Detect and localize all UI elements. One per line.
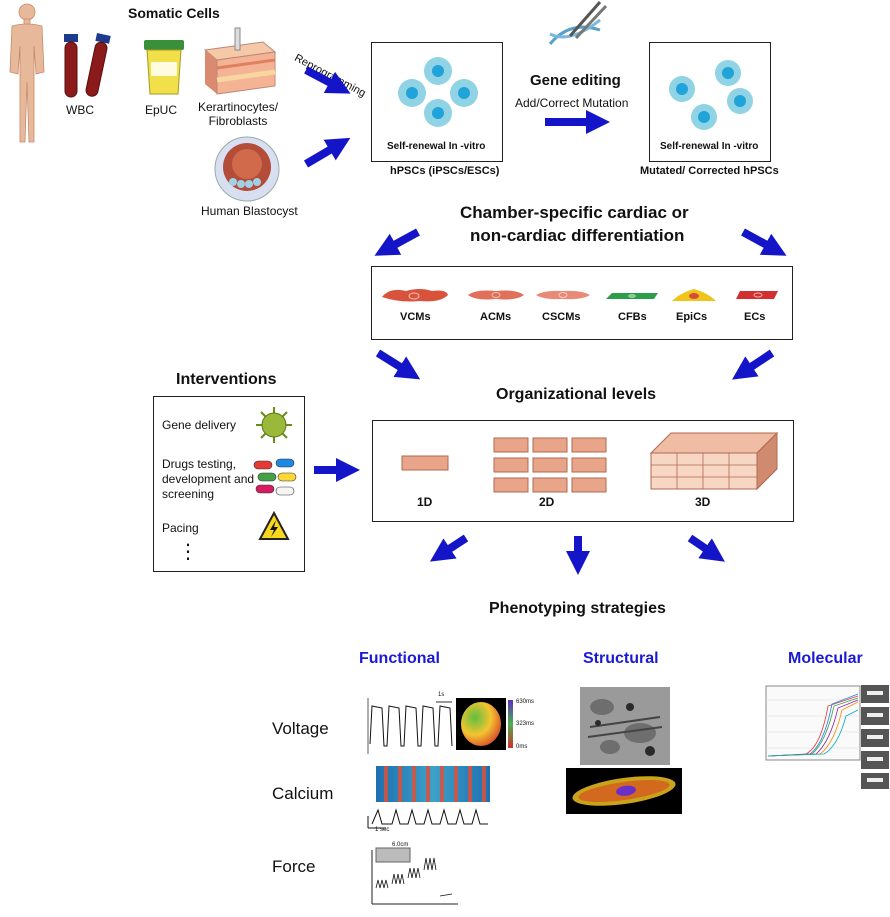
level-3d: 3D (695, 495, 711, 509)
hpsc-caption: hPSCs (iPSCs/ESCs) (390, 165, 500, 177)
mutated-box-label: Self-renewal In -vitro (660, 141, 759, 152)
row-label-force: Force (272, 857, 316, 876)
arrow-diff-left (374, 228, 420, 256)
calcium-scale-label: 1 sec (375, 827, 390, 833)
hpsc-box: Self-renewal In -vitro (371, 42, 503, 162)
1d-tissue-icon (401, 455, 449, 471)
cell-label-cfbs: CFBs (618, 311, 647, 323)
ec-cell-icon (736, 291, 778, 299)
row-label-calcium: Calcium (272, 784, 334, 803)
wbc-label: WBC (66, 103, 94, 117)
phenotyping-title: Phenotyping strategies (489, 600, 666, 617)
3d-tissue-icon (649, 431, 779, 491)
skin-tissue-icon (203, 27, 277, 95)
2d-tissue-icon (493, 437, 607, 493)
hpsc-box-label: Self-renewal In -vitro (387, 141, 486, 152)
map-scale-mid: 323ms (516, 721, 535, 727)
force-inset-label: 6.0cm (392, 842, 409, 848)
pills-icon (253, 458, 297, 496)
cell-label-epics: EpiCs (676, 311, 708, 323)
qpcr-amplification-plot (765, 685, 861, 761)
row-label-voltage: Voltage (272, 719, 329, 738)
acm-cell-icon (468, 290, 524, 300)
gene-editing-title: Gene editing (530, 72, 621, 89)
molecular-heading: Molecular (788, 650, 863, 667)
organization-box: 1D 2D 3D (372, 420, 794, 522)
intervention-more: ⋮ (178, 541, 198, 563)
epic-cell-icon (672, 289, 716, 301)
electron-micrograph (580, 687, 670, 765)
mutated-hpsc-box: Self-renewal In -vitro (649, 42, 771, 162)
differentiation-title-2: non-cardiac differentiation (470, 226, 685, 245)
vcm-cell-icon (382, 289, 448, 302)
arrow-reprogramming-2 (303, 137, 351, 168)
arrow-reprogramming-1 (304, 66, 351, 94)
arrow-diff-right (741, 228, 787, 256)
cscm-cell-icon (536, 290, 590, 300)
level-2d: 2D (539, 495, 555, 509)
arrow-pheno-right (687, 534, 725, 562)
virus-icon (256, 407, 292, 443)
gene-editing-subtitle: Add/Correct Mutation (515, 96, 629, 110)
human-figure-icon (9, 3, 45, 143)
activation-map (456, 698, 513, 750)
map-scale-high: 630ms (516, 699, 535, 705)
arrow-pheno-left (429, 534, 469, 562)
mutated-cells-icon (669, 60, 753, 130)
cell-label-ecs: ECs (744, 311, 766, 323)
interventions-title: Interventions (176, 371, 277, 388)
scissors-dna-icon (548, 1, 608, 45)
mutated-caption: Mutated/ Corrected hPSCs (640, 165, 779, 177)
map-scale-low: 0ms (516, 744, 528, 750)
force-trace-plot (371, 847, 458, 905)
blastocyst-icon (214, 136, 280, 202)
western-blot-image (861, 685, 889, 789)
cell-label-acms: ACMs (480, 311, 512, 323)
cfb-cell-icon (606, 293, 658, 299)
voltage-scale-label: 1s (438, 692, 445, 698)
intervention-gene-delivery: Gene delivery (162, 418, 237, 432)
cell-types-box: VCMs ACMs CSCMs CFBs EpiCs ECs (371, 266, 793, 340)
level-1d: 1D (417, 495, 433, 509)
arrow-org-right (732, 349, 775, 380)
organization-title: Organizational levels (496, 386, 657, 403)
somatic-cells-title: Somatic Cells (128, 5, 220, 21)
calcium-trace (367, 808, 488, 829)
immunofluorescence-image (566, 768, 682, 814)
urine-cup-icon (144, 40, 184, 95)
blood-tubes-icon (64, 33, 111, 98)
functional-heading: Functional (359, 650, 440, 667)
structural-heading: Structural (583, 650, 659, 667)
differentiation-title-1: Chamber-specific cardiac or (460, 203, 689, 222)
intervention-pacing: Pacing (162, 521, 199, 535)
stem-cells-icon (398, 57, 478, 127)
intervention-drugs: Drugs testing, development and screening (162, 457, 255, 501)
arrow-org-left (375, 349, 421, 380)
calcium-linescan (376, 766, 490, 802)
epuc-label: EpUC (145, 103, 178, 117)
blastocyst-label: Human Blastocyst (201, 204, 298, 218)
interventions-box: Gene delivery Drugs testing, development… (153, 396, 305, 572)
voltage-trace-plot (367, 698, 453, 754)
cell-label-vcms: VCMs (400, 311, 431, 323)
cell-label-cscms: CSCMs (542, 311, 581, 323)
high-voltage-icon (258, 510, 290, 540)
keratinocytes-label: Kerartinocytes/ Fibroblasts (198, 100, 279, 128)
